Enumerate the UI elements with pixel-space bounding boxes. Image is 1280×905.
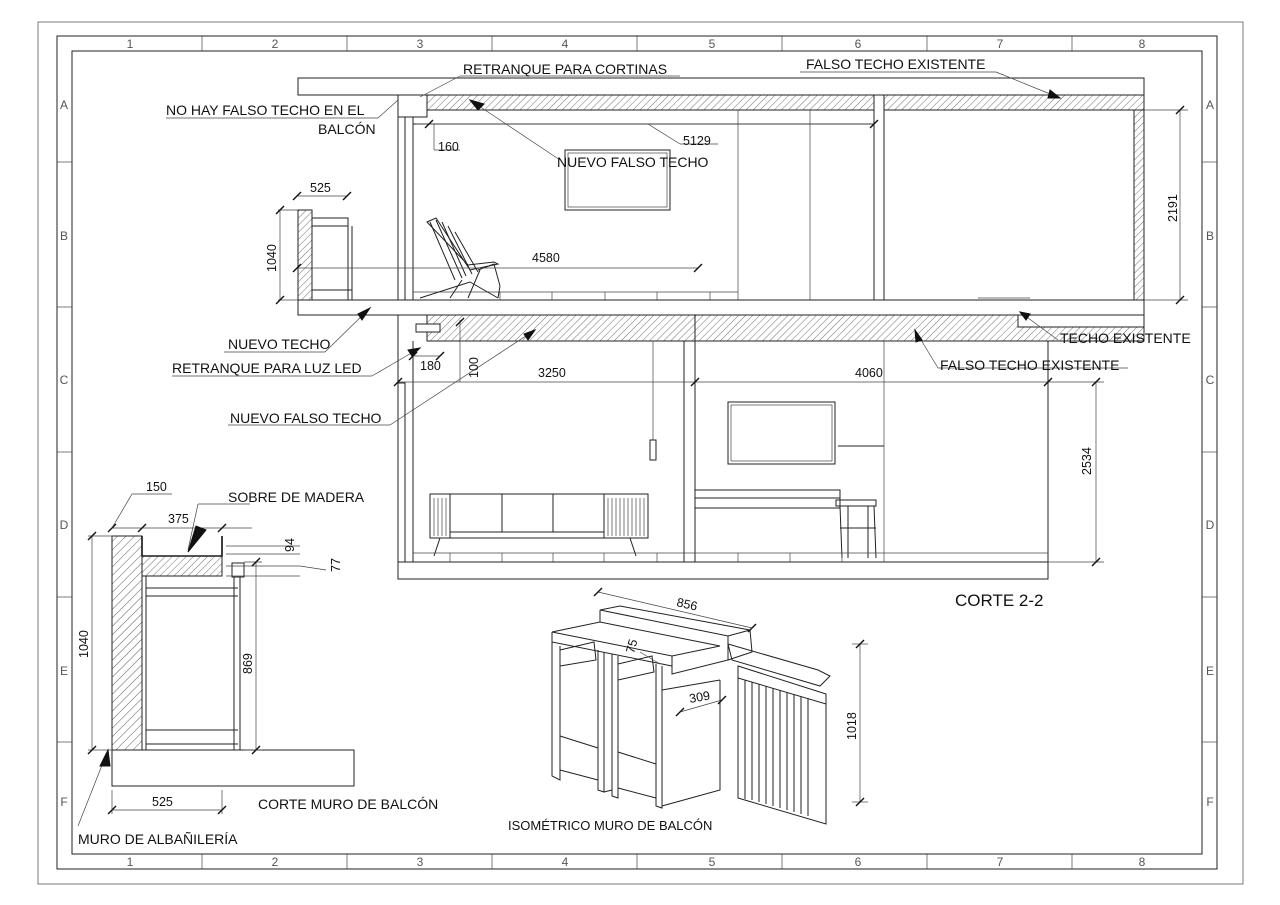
right-wall-upper <box>1133 109 1145 304</box>
label-no-hay-falso-techo-line2: BALCÓN <box>318 121 376 137</box>
mid-floor-slab <box>297 299 1145 316</box>
label-nuevo-techo: NUEVO TECHO <box>228 336 331 352</box>
label-retranque-luz-led: RETRANQUE PARA LUZ LED <box>172 360 362 376</box>
grid-row-f-right: F <box>1206 795 1213 809</box>
grid-col-6: 6 <box>855 37 862 51</box>
grid-col-6-bottom: 6 <box>855 855 862 869</box>
dim-1040-upper: 1040 <box>265 244 279 272</box>
dim-375: 375 <box>168 512 189 526</box>
label-sobre-madera: SOBRE DE MADERA <box>228 489 365 505</box>
grid-row-c: C <box>60 373 69 387</box>
wall-painting-upper <box>564 149 671 211</box>
label-no-hay-falso-techo-line1: NO HAY FALSO TECHO EN EL <box>166 102 365 118</box>
section-dimension-lines <box>278 109 1188 563</box>
dim-5129: 5129 <box>683 134 711 148</box>
tv-sideboard <box>694 489 841 509</box>
grid-col-5-bottom: 5 <box>709 855 716 869</box>
section-title: CORTE 2-2 <box>955 591 1044 610</box>
dim-180: 180 <box>420 359 441 373</box>
bar-stool-icon <box>835 445 884 559</box>
isometric-dimension-lines <box>597 591 868 803</box>
dim-94: 94 <box>283 538 297 552</box>
grid-col-4: 4 <box>562 37 569 51</box>
existing-false-ceiling-upper <box>883 94 1145 111</box>
dim-856: 856 <box>675 595 699 613</box>
grid-col-2-bottom: 2 <box>272 855 279 869</box>
tv-icon <box>727 401 836 465</box>
wood-top <box>141 555 223 577</box>
label-falso-techo-existente-top: FALSO TECHO EXISTENTE <box>806 56 985 72</box>
pendant-lamp-icon <box>649 439 657 461</box>
section-2-2-drawing <box>166 71 1188 580</box>
grid-col-1-bottom: 1 <box>127 855 134 869</box>
dim-1040-wall: 1040 <box>77 630 91 658</box>
grid-row-c-right: C <box>1206 373 1215 387</box>
label-nuevo-falso-techo-top: NUEVO FALSO TECHO <box>557 154 709 170</box>
sheet-frame: 1 2 3 4 5 6 7 8 1 2 3 4 5 6 7 8 A B C D … <box>37 21 1244 885</box>
label-techo-existente: TECHO EXISTENTE <box>1060 330 1191 346</box>
dim-75: 75 <box>623 638 640 655</box>
dim-869: 869 <box>241 653 255 674</box>
label-retranque-cortinas: RETRANQUE PARA CORTINAS <box>463 61 667 77</box>
sofa-icon <box>429 493 649 557</box>
wall-section-title: CORTE MURO DE BALCÓN <box>258 796 438 812</box>
grid-row-b: B <box>60 229 68 243</box>
grid-col-1: 1 <box>127 37 134 51</box>
dim-4060: 4060 <box>855 366 883 380</box>
dim-150: 150 <box>146 480 167 494</box>
label-falso-techo-existente-mid: FALSO TECHO EXISTENTE <box>940 357 1119 373</box>
isometric-title: ISOMÉTRICO MURO DE BALCÓN <box>508 818 712 833</box>
grid-col-3: 3 <box>417 37 424 51</box>
new-false-ceiling-lower <box>426 314 696 342</box>
grid-row-e: E <box>60 664 68 678</box>
grid-col-4-bottom: 4 <box>562 855 569 869</box>
dim-160: 160 <box>438 140 459 154</box>
dim-309: 309 <box>688 689 711 706</box>
dim-1018: 1018 <box>845 712 859 740</box>
label-muro-albanileria: MURO DE ALBAÑILERÍA <box>78 831 238 847</box>
isometric-drawing <box>551 605 831 825</box>
dim-3250: 3250 <box>538 366 566 380</box>
grid-row-d-right: D <box>1206 518 1215 532</box>
label-nuevo-falso-techo-bottom: NUEVO FALSO TECHO <box>230 410 382 426</box>
ground-slab <box>397 561 1049 580</box>
grid-row-b-right: B <box>1206 229 1214 243</box>
dim-525-wall: 525 <box>152 795 173 809</box>
grid-col-8: 8 <box>1139 37 1146 51</box>
section-leader-lines <box>166 71 1128 426</box>
dim-2191: 2191 <box>1166 194 1180 222</box>
dim-100: 100 <box>467 357 481 378</box>
grid-row-a: A <box>60 98 68 112</box>
grid-col-7-bottom: 7 <box>997 855 1004 869</box>
balcony-parapet <box>297 209 313 301</box>
new-false-ceiling-upper <box>426 94 875 111</box>
dim-2534: 2534 <box>1080 447 1094 475</box>
grid-row-f: F <box>60 795 67 809</box>
dim-77: 77 <box>329 558 343 572</box>
grid-col-8-bottom: 8 <box>1139 855 1146 869</box>
dim-4580: 4580 <box>532 251 560 265</box>
grid-row-a-right: A <box>1206 98 1214 112</box>
dim-525-upper: 525 <box>310 181 331 195</box>
grid-col-2: 2 <box>272 37 279 51</box>
masonry-wall <box>111 535 143 751</box>
grid-col-7: 7 <box>997 37 1004 51</box>
lounge-chair-icon <box>419 217 501 299</box>
grid-row-e-right: E <box>1206 664 1214 678</box>
grid-col-3-bottom: 3 <box>417 855 424 869</box>
grid-col-5: 5 <box>709 37 716 51</box>
wall-section-drawing <box>77 493 355 827</box>
grid-row-d: D <box>60 518 69 532</box>
